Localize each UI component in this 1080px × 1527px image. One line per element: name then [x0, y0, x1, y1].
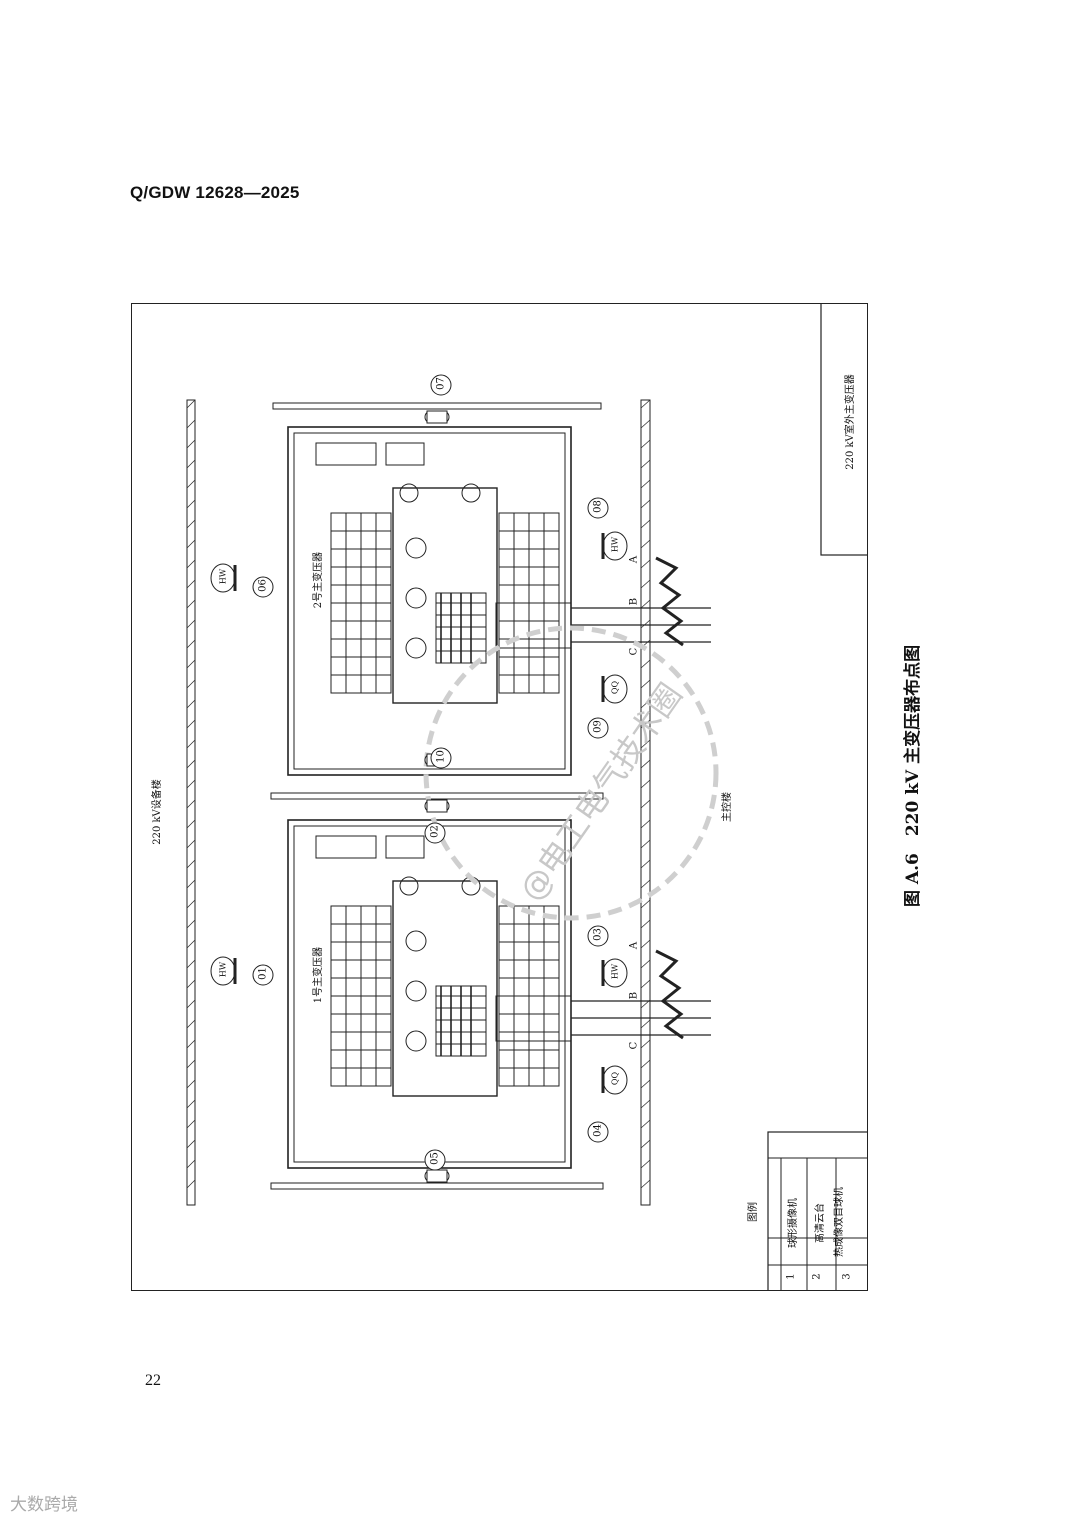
point-07: 07	[435, 377, 447, 390]
building-main-control: 主控楼	[722, 792, 733, 822]
code-qq-09: QQ	[610, 680, 620, 695]
busbars-2	[571, 556, 711, 647]
transformer-2-drawing	[315, 442, 572, 704]
transformer-1-label: 1号主变压器	[313, 946, 324, 1004]
partition-bottom	[270, 1182, 604, 1190]
phase-b-2: B	[628, 597, 640, 606]
point-09: 09	[592, 720, 604, 733]
ptz-07	[424, 410, 450, 424]
phase-c-1: C	[628, 1041, 640, 1050]
legend-no-1: 1	[785, 1273, 797, 1280]
code-hw-03: HW	[610, 963, 620, 980]
camera-hw-03	[601, 958, 628, 988]
point-10: 10	[435, 750, 447, 763]
point-03: 03	[592, 928, 604, 941]
wall-left	[186, 399, 196, 1206]
phase-c-2: C	[628, 647, 640, 656]
building-220kv: 220 kV设备楼	[152, 779, 163, 845]
legend-title: 图例	[748, 1202, 759, 1222]
camera-hw-01	[210, 956, 237, 986]
code-hw-08: HW	[610, 536, 620, 553]
transformer-2-label: 2号主变压器	[313, 551, 324, 609]
point-08: 08	[592, 500, 604, 513]
legend-name-2: 高清云台	[815, 1203, 826, 1243]
legend-table	[767, 1131, 868, 1291]
code-hw-06: HW	[218, 568, 228, 585]
phase-a-1: A	[628, 941, 640, 950]
camera-hw-06	[210, 563, 237, 593]
layout-drawing	[186, 303, 868, 1291]
point-05: 05	[429, 1152, 441, 1165]
partition-top	[272, 402, 602, 410]
busbars-1	[571, 949, 711, 1040]
standard-code: Q/GDW 12628—2025	[130, 183, 300, 202]
code-hw-01: HW	[218, 961, 228, 978]
watermark-circle	[423, 625, 719, 921]
point-06: 06	[257, 579, 269, 592]
camera-hw-08	[601, 531, 628, 561]
phase-b-1: B	[628, 991, 640, 1000]
title-block	[820, 303, 868, 556]
camera-qq-04	[601, 1065, 628, 1095]
legend-no-2: 2	[811, 1273, 823, 1280]
page-number: 22	[145, 1372, 161, 1389]
transformer-1-drawing	[315, 835, 572, 1097]
ptz-02	[424, 799, 450, 813]
point-02: 02	[429, 825, 441, 838]
figure-caption: 图 A.6 220 kV 主变压器布点图	[903, 644, 923, 907]
code-qq-04: QQ	[610, 1071, 620, 1086]
bay-2	[287, 426, 572, 776]
point-01: 01	[257, 967, 269, 980]
partition-middle	[270, 792, 604, 800]
legend-name-1: 球形摄像机	[788, 1198, 799, 1248]
camera-qq-09	[601, 674, 628, 704]
phase-a-2: A	[628, 555, 640, 564]
wall-right	[640, 399, 651, 1206]
legend-no-3: 3	[841, 1273, 853, 1280]
drawing-frame	[131, 303, 868, 1291]
legend-name-3: 热成像双目球机	[834, 1187, 845, 1257]
source-logo: 大数跨境	[10, 1495, 78, 1515]
title-block-text: 220 kV室外主变压器	[845, 374, 856, 470]
point-04: 04	[592, 1124, 604, 1137]
